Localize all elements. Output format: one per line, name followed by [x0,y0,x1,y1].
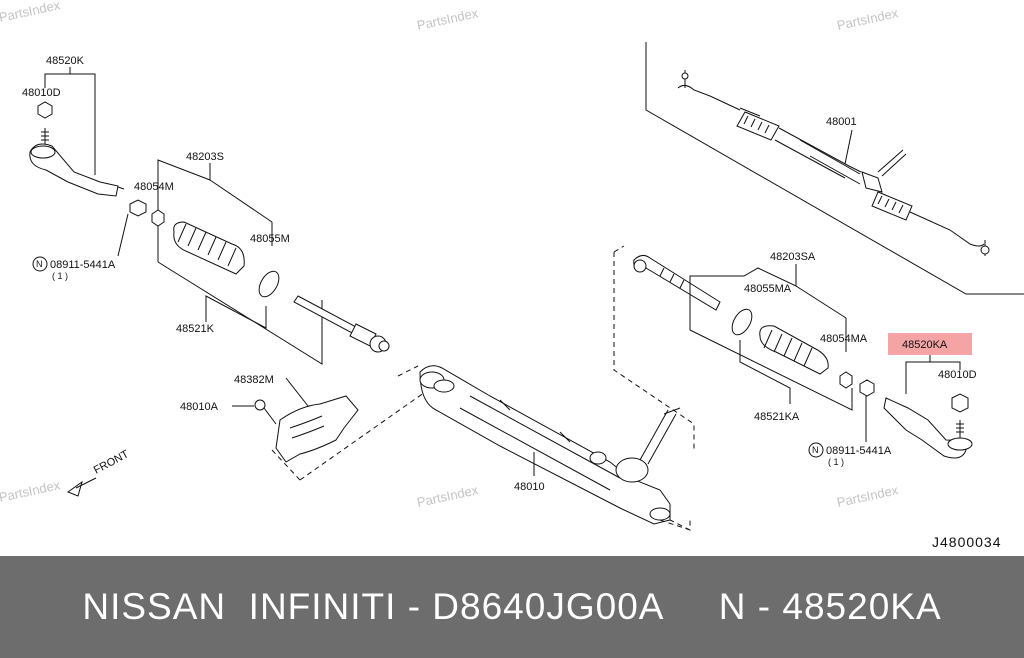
boot-left [173,221,245,275]
inner-socket-right [633,254,721,311]
tie-rod-end-left-group: 48520K 48010D [22,55,125,197]
label-48521ka: 48521KA [754,411,800,423]
qty-left: ( 1 ) [52,271,68,281]
clamp-right [839,371,853,389]
label-48382m: 48382M [234,374,274,386]
tie-rod-end-right [883,397,967,459]
washer-nut-left-group: N 08911-5441A ( 1 ) [32,199,147,281]
label-48010a: 48010A [180,401,219,413]
nut-right [951,393,969,413]
watermark: PartsIndex [836,5,900,33]
tie-rod-end-right-group: 48520KA 48010D N 08911-5441A ( 1 ) [808,333,977,467]
front-indicator: FRONT [66,448,131,497]
watermark: PartsIndex [836,482,900,510]
label-48010d-left: 48010D [22,87,61,99]
watermark: PartsIndex [416,482,480,510]
nut-left [37,101,53,119]
boot-right [759,325,829,375]
n-mark-left: N [36,259,43,269]
parts-diagram: PartsIndex PartsIndex PartsIndex PartsIn… [0,0,1024,550]
label-48054m: 48054M [134,181,174,193]
washer-nut-right [859,379,875,397]
label-48010: 48010 [514,481,545,493]
label-48520ka: 48520KA [902,339,948,351]
gear-housing [419,365,671,525]
watermark: PartsIndex [0,477,62,505]
insulator-group: 48382M 48010A [180,374,429,481]
qty-right: ( 1 ) [828,457,844,467]
label-48520k: 48520K [46,55,85,67]
label-48055ma: 48055MA [744,283,792,295]
label-48055m: 48055M [250,233,290,245]
label-48001: 48001 [826,116,857,128]
label-08911-5441a-right: 08911-5441A [826,445,892,457]
diagram-reference: J4800034 [932,534,1002,550]
boot-kit-right-group: 48203SA 48055MA 48054MA 48521KA [613,245,868,450]
band-left [258,270,280,298]
label-48203s: 48203S [186,151,224,163]
label-48054ma: 48054MA [820,333,868,345]
tie-rod-end-left [29,143,119,197]
steering-gear-overview: 48001 [645,42,1024,295]
label-48203sa: 48203SA [770,251,816,263]
banner-text: NISSAN INFINITI - D8640JG00A N - 48520KA [82,586,942,627]
inner-socket-left [293,295,359,335]
clamp-left [151,209,165,227]
gear-housing-group: 48010 [397,365,691,531]
front-label: FRONT [92,448,131,477]
part-number-banner: NISSAN INFINITI - D8640JG00A N - 48520KA [0,556,1024,658]
label-48521k: 48521K [176,323,215,335]
band-right [731,308,753,336]
watermark: PartsIndex [416,5,480,33]
bolt [254,399,266,411]
n-mark-right: N [812,445,819,455]
label-48010d-right: 48010D [938,369,977,381]
boot-kit-left-group: 48203S 48054M 48055M 48521K [134,151,390,365]
watermark: PartsIndex [0,0,62,25]
highlight-48520ka [888,333,972,355]
label-08911-5441a-left: 08911-5441A [50,259,116,271]
